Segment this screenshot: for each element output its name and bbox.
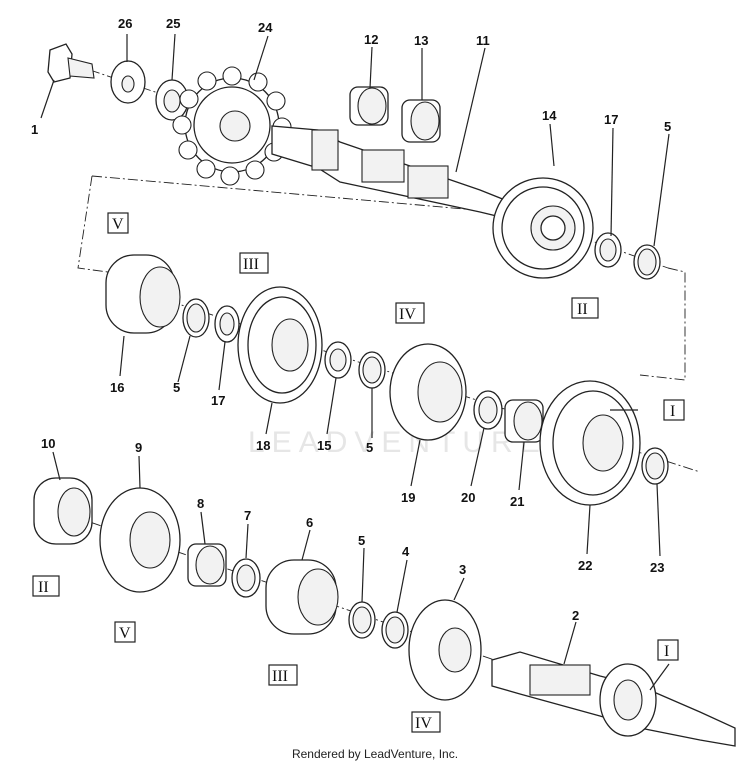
part-5-ring-upper — [633, 244, 661, 280]
callout-19: 19 — [401, 490, 415, 505]
footer-credit: Rendered by LeadVenture, Inc. — [292, 747, 458, 761]
svg-text:III: III — [243, 256, 259, 273]
callout-17-mid: 17 — [211, 393, 225, 408]
part-1-bolt — [47, 43, 95, 83]
roman-label-ii-top: II — [571, 297, 599, 319]
part-8-needle-bearing — [187, 543, 227, 587]
part-3-gear — [408, 599, 482, 701]
roman-label-v-mid: V — [107, 212, 129, 234]
callout-6: 6 — [306, 515, 313, 530]
part-5-ring-mid-left — [182, 298, 210, 338]
callout-7: 7 — [244, 508, 251, 523]
part-5-ring-mid-right — [358, 351, 386, 389]
svg-text:IV: IV — [399, 306, 416, 323]
callout-14: 14 — [542, 108, 557, 123]
part-26-washer — [110, 60, 146, 104]
part-6-gear — [265, 559, 339, 635]
part-10-gear — [33, 477, 93, 545]
roman-label-iii-mid: III — [239, 252, 269, 274]
svg-text:II: II — [577, 301, 588, 318]
callout-13: 13 — [414, 33, 428, 48]
svg-text:V: V — [112, 216, 124, 233]
callout-1: 1 — [31, 122, 38, 137]
callout-21: 21 — [510, 494, 524, 509]
part-7-washer — [231, 558, 261, 598]
roman-label-iv-bottom: IV — [411, 711, 441, 733]
callout-5-mid-left: 5 — [173, 380, 180, 395]
part-16-gear — [105, 254, 181, 334]
part-19-gear — [389, 343, 467, 441]
roman-label-i-bottom: I — [657, 639, 679, 661]
callout-16: 16 — [110, 380, 124, 395]
callout-23: 23 — [650, 560, 664, 575]
roman-labels: V III II IV I II V III — [32, 212, 685, 733]
roman-label-iv-mid: IV — [395, 302, 425, 324]
callout-20: 20 — [461, 490, 475, 505]
part-4-washer — [381, 611, 409, 649]
callout-17-top: 17 — [604, 112, 618, 127]
watermark: LEADVENTURE — [248, 426, 547, 459]
part-17-circlip-upper — [594, 232, 622, 268]
part-17-circlip-mid — [214, 305, 240, 343]
roman-label-v-bottom: V — [114, 621, 136, 643]
callout-18: 18 — [256, 438, 270, 453]
part-20-washer — [473, 390, 503, 430]
callout-9: 9 — [135, 440, 142, 455]
svg-text:I: I — [664, 643, 669, 660]
svg-text:II: II — [38, 579, 49, 596]
svg-text:IV: IV — [415, 715, 432, 732]
callout-15: 15 — [317, 438, 331, 453]
callout-22: 22 — [578, 558, 592, 573]
part-23-washer — [641, 447, 669, 485]
part-24-sprocket — [172, 66, 292, 186]
callout-2: 2 — [572, 608, 579, 623]
callout-5-mid-right: 5 — [366, 440, 373, 455]
svg-text:III: III — [272, 668, 288, 685]
callout-3: 3 — [459, 562, 466, 577]
part-22-gear — [539, 380, 641, 506]
roman-label-i-mid: I — [663, 399, 685, 421]
leader-lines — [40, 33, 670, 691]
callout-5-bottom: 5 — [358, 533, 365, 548]
part-5-ring-lower — [348, 601, 376, 639]
callout-11: 11 — [476, 33, 490, 48]
callout-25: 25 — [166, 16, 180, 31]
callout-10: 10 — [41, 436, 55, 451]
part-18-gear — [237, 286, 323, 404]
callout-26: 26 — [118, 16, 132, 31]
callout-12: 12 — [364, 32, 378, 47]
part-13-needle-bearing — [401, 99, 441, 143]
part-21-needle-bearing — [504, 399, 544, 443]
callout-8: 8 — [197, 496, 204, 511]
part-14-gear — [492, 177, 594, 279]
part-11-countershaft — [271, 125, 506, 219]
roman-label-iii-bottom: III — [268, 664, 298, 686]
part-15-circlip — [324, 341, 352, 379]
part-2-mainshaft — [491, 651, 736, 747]
callout-24: 24 — [258, 20, 273, 35]
roman-label-ii-bottom: II — [32, 575, 60, 597]
callout-4: 4 — [402, 544, 410, 559]
part-12-needle-bearing — [349, 86, 389, 126]
svg-text:V: V — [119, 625, 131, 642]
svg-text:I: I — [670, 403, 675, 420]
part-9-gear — [99, 487, 181, 593]
callout-labels: 1 2 3 4 5 5 5 5 6 7 8 9 10 11 12 13 14 1… — [31, 16, 671, 623]
callout-5-top: 5 — [664, 119, 671, 134]
